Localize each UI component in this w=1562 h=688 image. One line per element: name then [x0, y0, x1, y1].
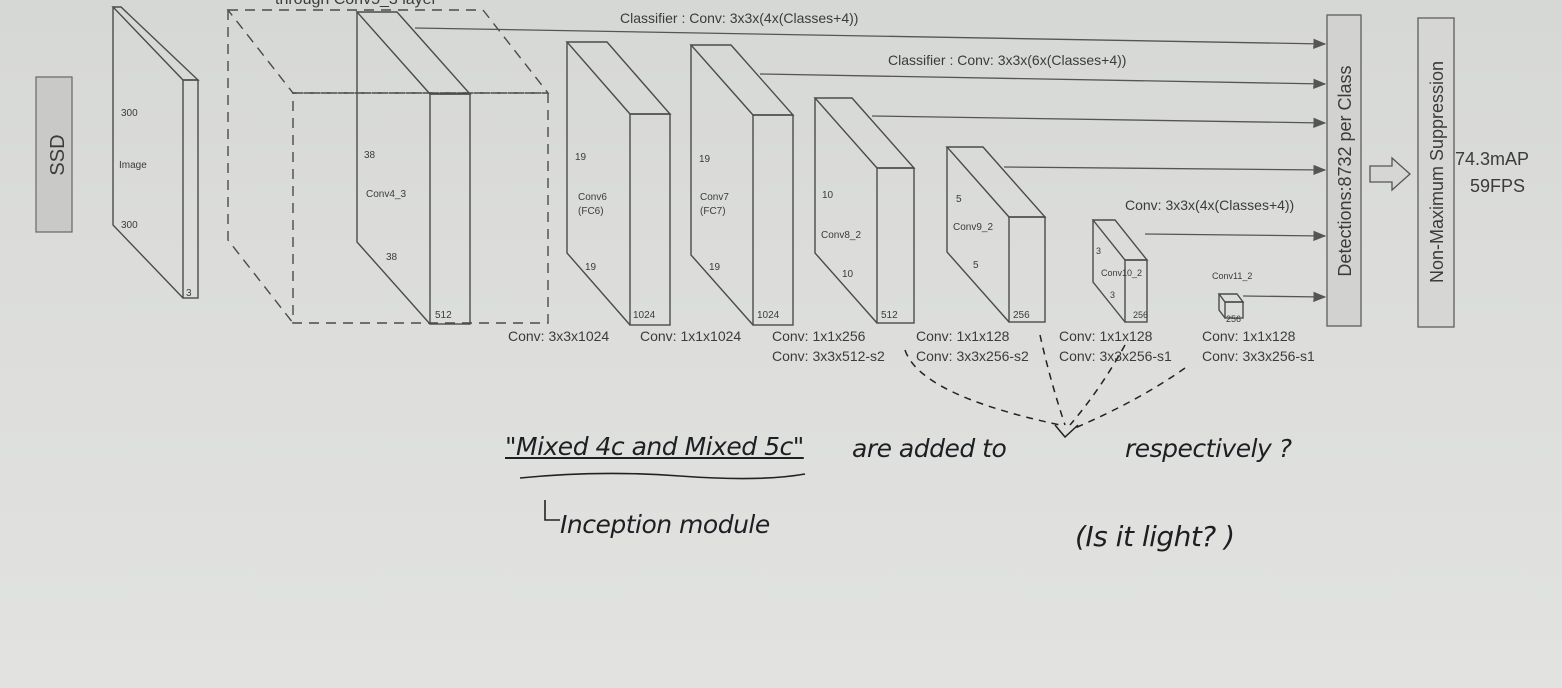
- dim-label: 256: [1226, 314, 1241, 324]
- dim-label: 19: [709, 262, 721, 273]
- block-name: Conv6: [578, 192, 607, 203]
- dim-label: 10: [822, 190, 834, 201]
- block-name: Image: [119, 160, 147, 171]
- detections-label: Detections:8732 per Class: [1335, 65, 1355, 276]
- handwritten-note-question: (Is it light? ): [1075, 520, 1235, 553]
- dim-label: 19: [575, 152, 587, 163]
- detections-box: Detections:8732 per Class: [1326, 14, 1362, 327]
- block-name: Conv11_2: [1212, 271, 1252, 281]
- map-value: 74.3mAP: [1455, 149, 1529, 169]
- dim-label: 1024: [757, 310, 780, 321]
- nms-label: Non-Maximum Suppression: [1427, 61, 1447, 283]
- dim-label: 3: [1096, 246, 1101, 256]
- block-name: Conv4_3: [366, 189, 406, 200]
- block-name: Conv9_2: [953, 222, 993, 233]
- conv-label: Conv: 1x1x1024: [640, 328, 741, 344]
- conv-label: Conv: 3x3x1024: [508, 328, 609, 344]
- hollow-arrow-icon: [1369, 156, 1411, 192]
- dim-label: 10: [842, 269, 854, 280]
- conv-label: Conv: 3x3x512-s2: [772, 348, 885, 364]
- conv-label: Conv: 1x1x256: [772, 328, 866, 344]
- ssd-label-box: SSD: [35, 76, 73, 233]
- dim-label: 300: [121, 220, 138, 231]
- dim-label: 19: [585, 262, 597, 273]
- conv-label: Conv: 3x3x256-s1: [1059, 348, 1172, 364]
- dim-label: 256: [1133, 310, 1148, 320]
- block-name: Conv10_2: [1101, 268, 1142, 278]
- dim-label: 3: [186, 288, 192, 299]
- ssd-label: SSD: [47, 134, 69, 175]
- dim-label: 3: [1110, 290, 1115, 300]
- dim-label: 5: [956, 194, 962, 205]
- dim-label: 1024: [633, 310, 656, 321]
- block-name: Conv8_2: [821, 230, 861, 241]
- fps-value: 59FPS: [1470, 176, 1525, 196]
- handwritten-note-inception: Inception module: [560, 510, 770, 539]
- nms-box: Non-Maximum Suppression: [1417, 17, 1455, 328]
- arrow-conv7: [759, 73, 1327, 89]
- title-partial: through Conv5_3 layer: [275, 0, 438, 8]
- dim-label: 5: [973, 260, 979, 271]
- block-name: (FC7): [700, 206, 726, 217]
- handwritten-note-respectively: respectively ?: [1125, 434, 1292, 463]
- conv-label: Conv: 1x1x128: [1202, 328, 1296, 344]
- handwritten-arrows: [904, 334, 1186, 439]
- arrow-conv11_2: [1242, 291, 1327, 303]
- dim-label: 256: [1013, 310, 1030, 321]
- conv-label: Conv: 3x3x256-s2: [916, 348, 1029, 364]
- classifier-label-2: Classifier : Conv: 3x3x(6x(Classes+4)): [888, 52, 1126, 68]
- dim-label: 512: [881, 310, 898, 321]
- dim-label: 512: [435, 310, 452, 321]
- handwritten-note-mixed: "Mixed 4c and Mixed 5c": [505, 432, 804, 461]
- handwritten-bracket: [544, 500, 560, 521]
- conv-label: Conv: 1x1x128: [916, 328, 1010, 344]
- conv-label: Conv: 1x1x128: [1059, 328, 1153, 344]
- classifier-arrows: [414, 27, 1327, 303]
- dim-label: 300: [121, 108, 138, 119]
- arrow-conv10_2: [1144, 230, 1327, 242]
- arrow-conv8_2: [871, 115, 1327, 129]
- conv5-3-dashed-block: [226, 9, 550, 324]
- arrow-conv4_3: [414, 27, 1327, 49]
- dim-label: 19: [699, 154, 711, 165]
- block-name: Conv7: [700, 192, 729, 203]
- conv-label: Conv: 3x3x256-s1: [1202, 348, 1315, 364]
- dim-label: 38: [364, 150, 376, 161]
- arrow-conv9_2: [1003, 164, 1327, 176]
- conv-labels: Conv: 3x3x1024 Conv: 1x1x1024 Conv: 1x1x…: [508, 328, 1315, 364]
- dim-label: 38: [386, 252, 398, 263]
- classifier-label-3: Conv: 3x3x(4x(Classes+4)): [1125, 197, 1294, 213]
- block-name: (FC6): [578, 206, 604, 217]
- block-conv11-2: Conv11_2 256: [1212, 271, 1252, 324]
- handwritten-note-added: are added to: [852, 434, 1007, 463]
- handwritten-underline: [519, 472, 806, 480]
- classifier-label-1: Classifier : Conv: 3x3x(4x(Classes+4)): [620, 10, 858, 26]
